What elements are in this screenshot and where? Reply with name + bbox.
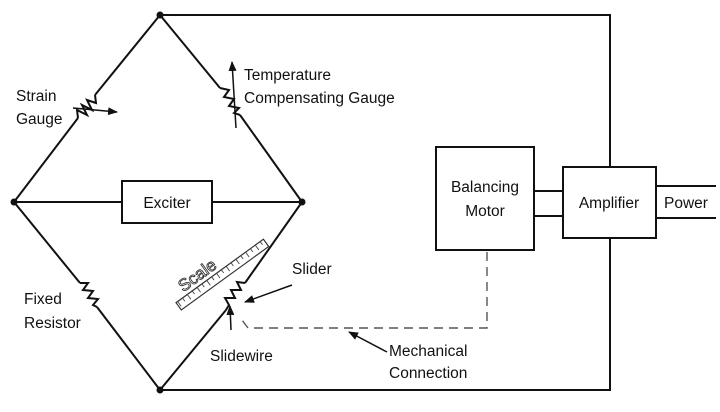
mechanical-connection-line (238, 252, 488, 329)
fixed-resistor-label-line2: Resistor (24, 315, 81, 332)
scale-tick (230, 262, 234, 267)
bridge-arm-bottom-right (159, 201, 303, 391)
scale-tick (254, 244, 260, 251)
scale-tick (206, 280, 211, 286)
scale-tick (216, 273, 221, 279)
balancing-motor-label-line1: Balancing (451, 179, 519, 196)
slidewire-pointer-arrow (226, 305, 235, 331)
bridge-node-top (156, 11, 164, 19)
bridge-node-left (10, 198, 18, 206)
bridge-node-bottom (156, 386, 164, 394)
bridge-arm-top-left (13, 14, 161, 203)
fixed-resistor-label-line1: Fixed (24, 291, 62, 308)
strain-gauge-resistor (75, 94, 98, 119)
scale-ticks (177, 241, 263, 307)
scale-tick (201, 283, 205, 288)
strain-gauge-label-line2: Gauge (16, 111, 63, 128)
bridge-node-right (298, 198, 306, 206)
balancing-motor-label-line2: Motor (465, 203, 505, 220)
bridge-arm-bottom-left (13, 201, 161, 391)
temperature-gauge-arrow (228, 61, 237, 129)
slidewire-label: Slidewire (210, 348, 273, 365)
motor-amplifier-wires (534, 190, 563, 217)
scale-tick (220, 269, 225, 274)
scale-tick (245, 251, 250, 258)
scale-tick (177, 301, 182, 307)
scale-tick (182, 297, 186, 302)
temperature-gauge-resistor (219, 87, 242, 116)
amplifier-label: Amplifier (579, 195, 639, 212)
temperature-gauge-label-line2: Compensating Gauge (244, 90, 395, 107)
scale-tick (259, 241, 263, 246)
scale-tick (191, 290, 195, 295)
fixed-resistor (80, 282, 100, 308)
exciter-label: Exciter (143, 195, 190, 212)
mechanical-connection-label-line1: Mechanical (389, 343, 467, 360)
slidewire-resistor (223, 280, 246, 311)
slider-label: Slider (292, 261, 332, 278)
scale-tick (211, 276, 215, 281)
strain-gauge-arrow (72, 107, 118, 116)
temperature-gauge-label-line1: Temperature (244, 67, 331, 84)
scale-tick (235, 258, 240, 265)
slider-arrow (244, 284, 293, 303)
scale-ruler: Scale (174, 238, 270, 311)
mechanical-connection-pointer (348, 331, 388, 353)
balancing-motor-box (435, 146, 535, 251)
amplifier-box (562, 166, 657, 239)
scale-tick (250, 248, 254, 253)
mechanical-connection-label-line2: Connection (389, 365, 467, 382)
power-label: Power (664, 195, 708, 212)
exciter-box (121, 180, 213, 224)
scale-tick (186, 294, 192, 300)
scale-tick (196, 287, 201, 293)
scale-tick (240, 255, 244, 260)
power-lines (656, 185, 716, 219)
amplifier-loop-wires (160, 14, 611, 391)
bridge-arm-top-right (159, 14, 303, 203)
strain-gauge-label-line1: Strain (16, 88, 57, 105)
scale-tick (225, 265, 231, 272)
